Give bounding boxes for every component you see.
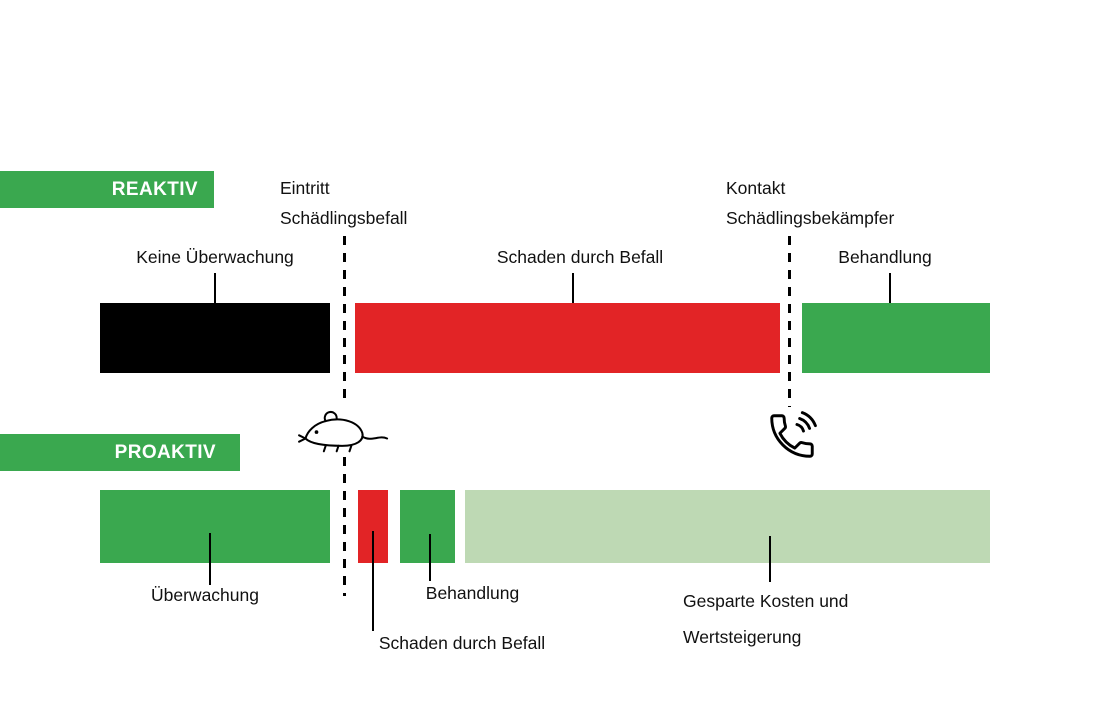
label-gesparte-kosten-line2: Wertsteigerung — [683, 627, 802, 647]
connector-behandlung-reactive — [889, 273, 891, 316]
label-schaden-durch-befall-reactive: Schaden durch Befall — [496, 247, 664, 267]
label-gesparte-kosten: Gesparte Kosten und Wertsteigerung — [683, 583, 963, 655]
label-behandlung-proactive: Behandlung — [425, 583, 520, 603]
connector-schaden-reactive — [572, 273, 574, 316]
proactive-bar-monitoring — [100, 490, 330, 563]
reactive-bar-treatment — [802, 303, 990, 373]
connector-keine-ueberwachung — [214, 273, 216, 303]
milestone-kontakt-schaedlingsbekaempfer: Kontakt Schädlingsbekämpfer — [726, 173, 894, 233]
dashed-line-exterminator-contact — [788, 236, 791, 412]
connector-gesparte-kosten — [769, 536, 771, 582]
milestone-eintritt-schaedlingsbefall: Eintritt Schädlingsbefall — [280, 173, 407, 233]
label-behandlung-reactive: Behandlung — [838, 247, 932, 267]
milestone-eintritt-line1: Eintritt — [280, 178, 330, 198]
reactive-bar-damage — [355, 303, 780, 373]
connector-schaden-proactive — [372, 531, 374, 631]
label-schaden-durch-befall-proactive: Schaden durch Befall — [378, 633, 546, 653]
connector-behandlung-proactive — [429, 534, 431, 581]
phone-call-icon — [763, 407, 821, 465]
reactive-bar-no-monitoring — [100, 303, 330, 373]
reaktiv-badge: REAKTIV — [0, 171, 214, 208]
milestone-eintritt-line2: Schädlingsbefall — [280, 208, 408, 228]
mouse-icon — [296, 399, 392, 455]
connector-ueberwachung — [209, 533, 211, 585]
milestone-kontakt-line1: Kontakt — [726, 178, 786, 198]
proactive-bar-saved-costs — [465, 490, 990, 563]
milestone-kontakt-line2: Schädlingsbekämpfer — [726, 208, 895, 228]
label-gesparte-kosten-line1: Gesparte Kosten und — [683, 591, 849, 611]
proactive-bar-treatment — [400, 490, 455, 563]
label-ueberwachung: Überwachung — [151, 585, 259, 605]
label-keine-ueberwachung: Keine Überwachung — [136, 247, 294, 267]
proaktiv-badge: PROAKTIV — [0, 434, 240, 471]
